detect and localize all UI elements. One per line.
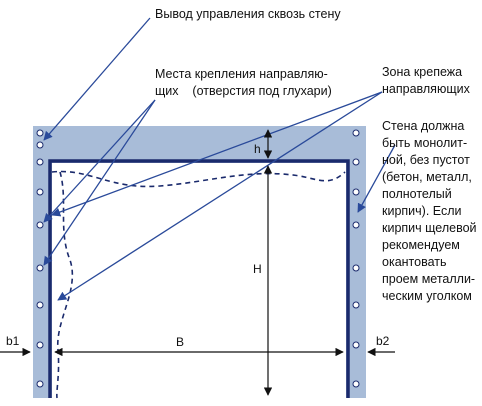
label-mount-places: Места крепления направляю- щих (отверсти…: [155, 67, 332, 98]
arrow-mount-1: [43, 99, 156, 223]
label-mount-zone: Зона крепежа направляющих: [382, 65, 470, 96]
arrow-mount-2: [43, 99, 156, 266]
label-wall-note: Стена должна быть монолит- ной, без пуст…: [382, 119, 477, 303]
label-control-output: Вывод управления сквозь стену: [155, 7, 341, 21]
dim-b1-label: b1: [6, 334, 20, 348]
arrow-control-output: [43, 17, 151, 141]
arrow-zone-1: [57, 91, 383, 301]
wall-zone: [33, 126, 366, 398]
dim-b2-label: b2: [376, 334, 390, 348]
dim-h-label: h: [254, 142, 261, 156]
dim-H-label: H: [253, 262, 262, 276]
dashed-contour-top: [51, 170, 346, 188]
arrow-zone-2: [51, 91, 383, 217]
opening-frame: [48, 159, 350, 398]
dim-B-label: B: [176, 335, 185, 349]
mount-holes-right: [352, 129, 360, 388]
arrow-wall-note: [357, 144, 396, 213]
dashed-contour-left: [56, 171, 74, 399]
mount-holes-left: [36, 129, 44, 388]
